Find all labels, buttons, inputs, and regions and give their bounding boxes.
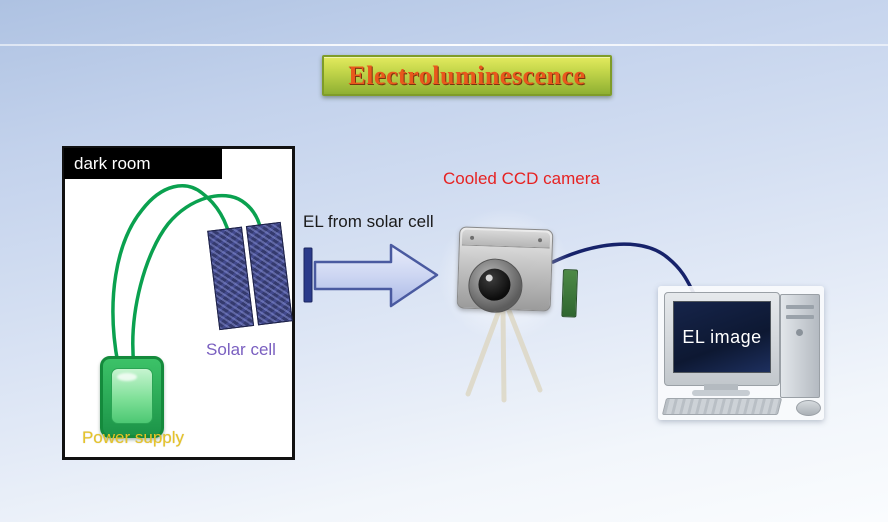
monitor-screen: EL image [673,301,771,373]
solar-cell-label: Solar cell [206,340,276,359]
monitor: EL image [664,292,780,386]
power-supply-image [100,356,164,438]
computer-image: EL image [658,286,824,420]
power-supply-inner [111,368,153,424]
screw-icon [469,235,475,240]
divider-line [0,44,888,46]
camera-lens-icon [467,257,524,314]
monitor-stand [704,384,738,392]
camera-pcb [561,269,579,318]
tripod-icon [465,305,543,403]
drive-bay [786,305,814,309]
camera-label: Cooled CCD camera [443,169,600,188]
camera-body [456,226,579,318]
camera-top-plate [461,229,551,249]
dark-room-header: dark room [64,148,222,179]
solar-cell-image [207,221,293,331]
page-title: Electroluminescence [348,60,586,90]
computer-tower [780,294,820,398]
camera-lens-inner [477,268,511,302]
monitor-base [692,390,750,396]
el-flow-label: EL from solar cell [303,212,434,231]
lens-glint [485,274,493,282]
el-image-label: EL image [682,326,762,347]
power-supply-shine [117,373,137,381]
mouse [796,400,821,416]
flow-arrow-icon [303,243,439,308]
keyboard [661,398,783,415]
power-supply-label: Power supply [81,428,185,447]
ccd-camera-image [435,210,579,407]
dark-room-label: dark room [74,153,151,173]
title-banner: Electroluminescence [322,55,612,96]
drive-bay [786,315,814,319]
screw-icon [537,238,543,243]
power-button-icon [796,329,803,336]
